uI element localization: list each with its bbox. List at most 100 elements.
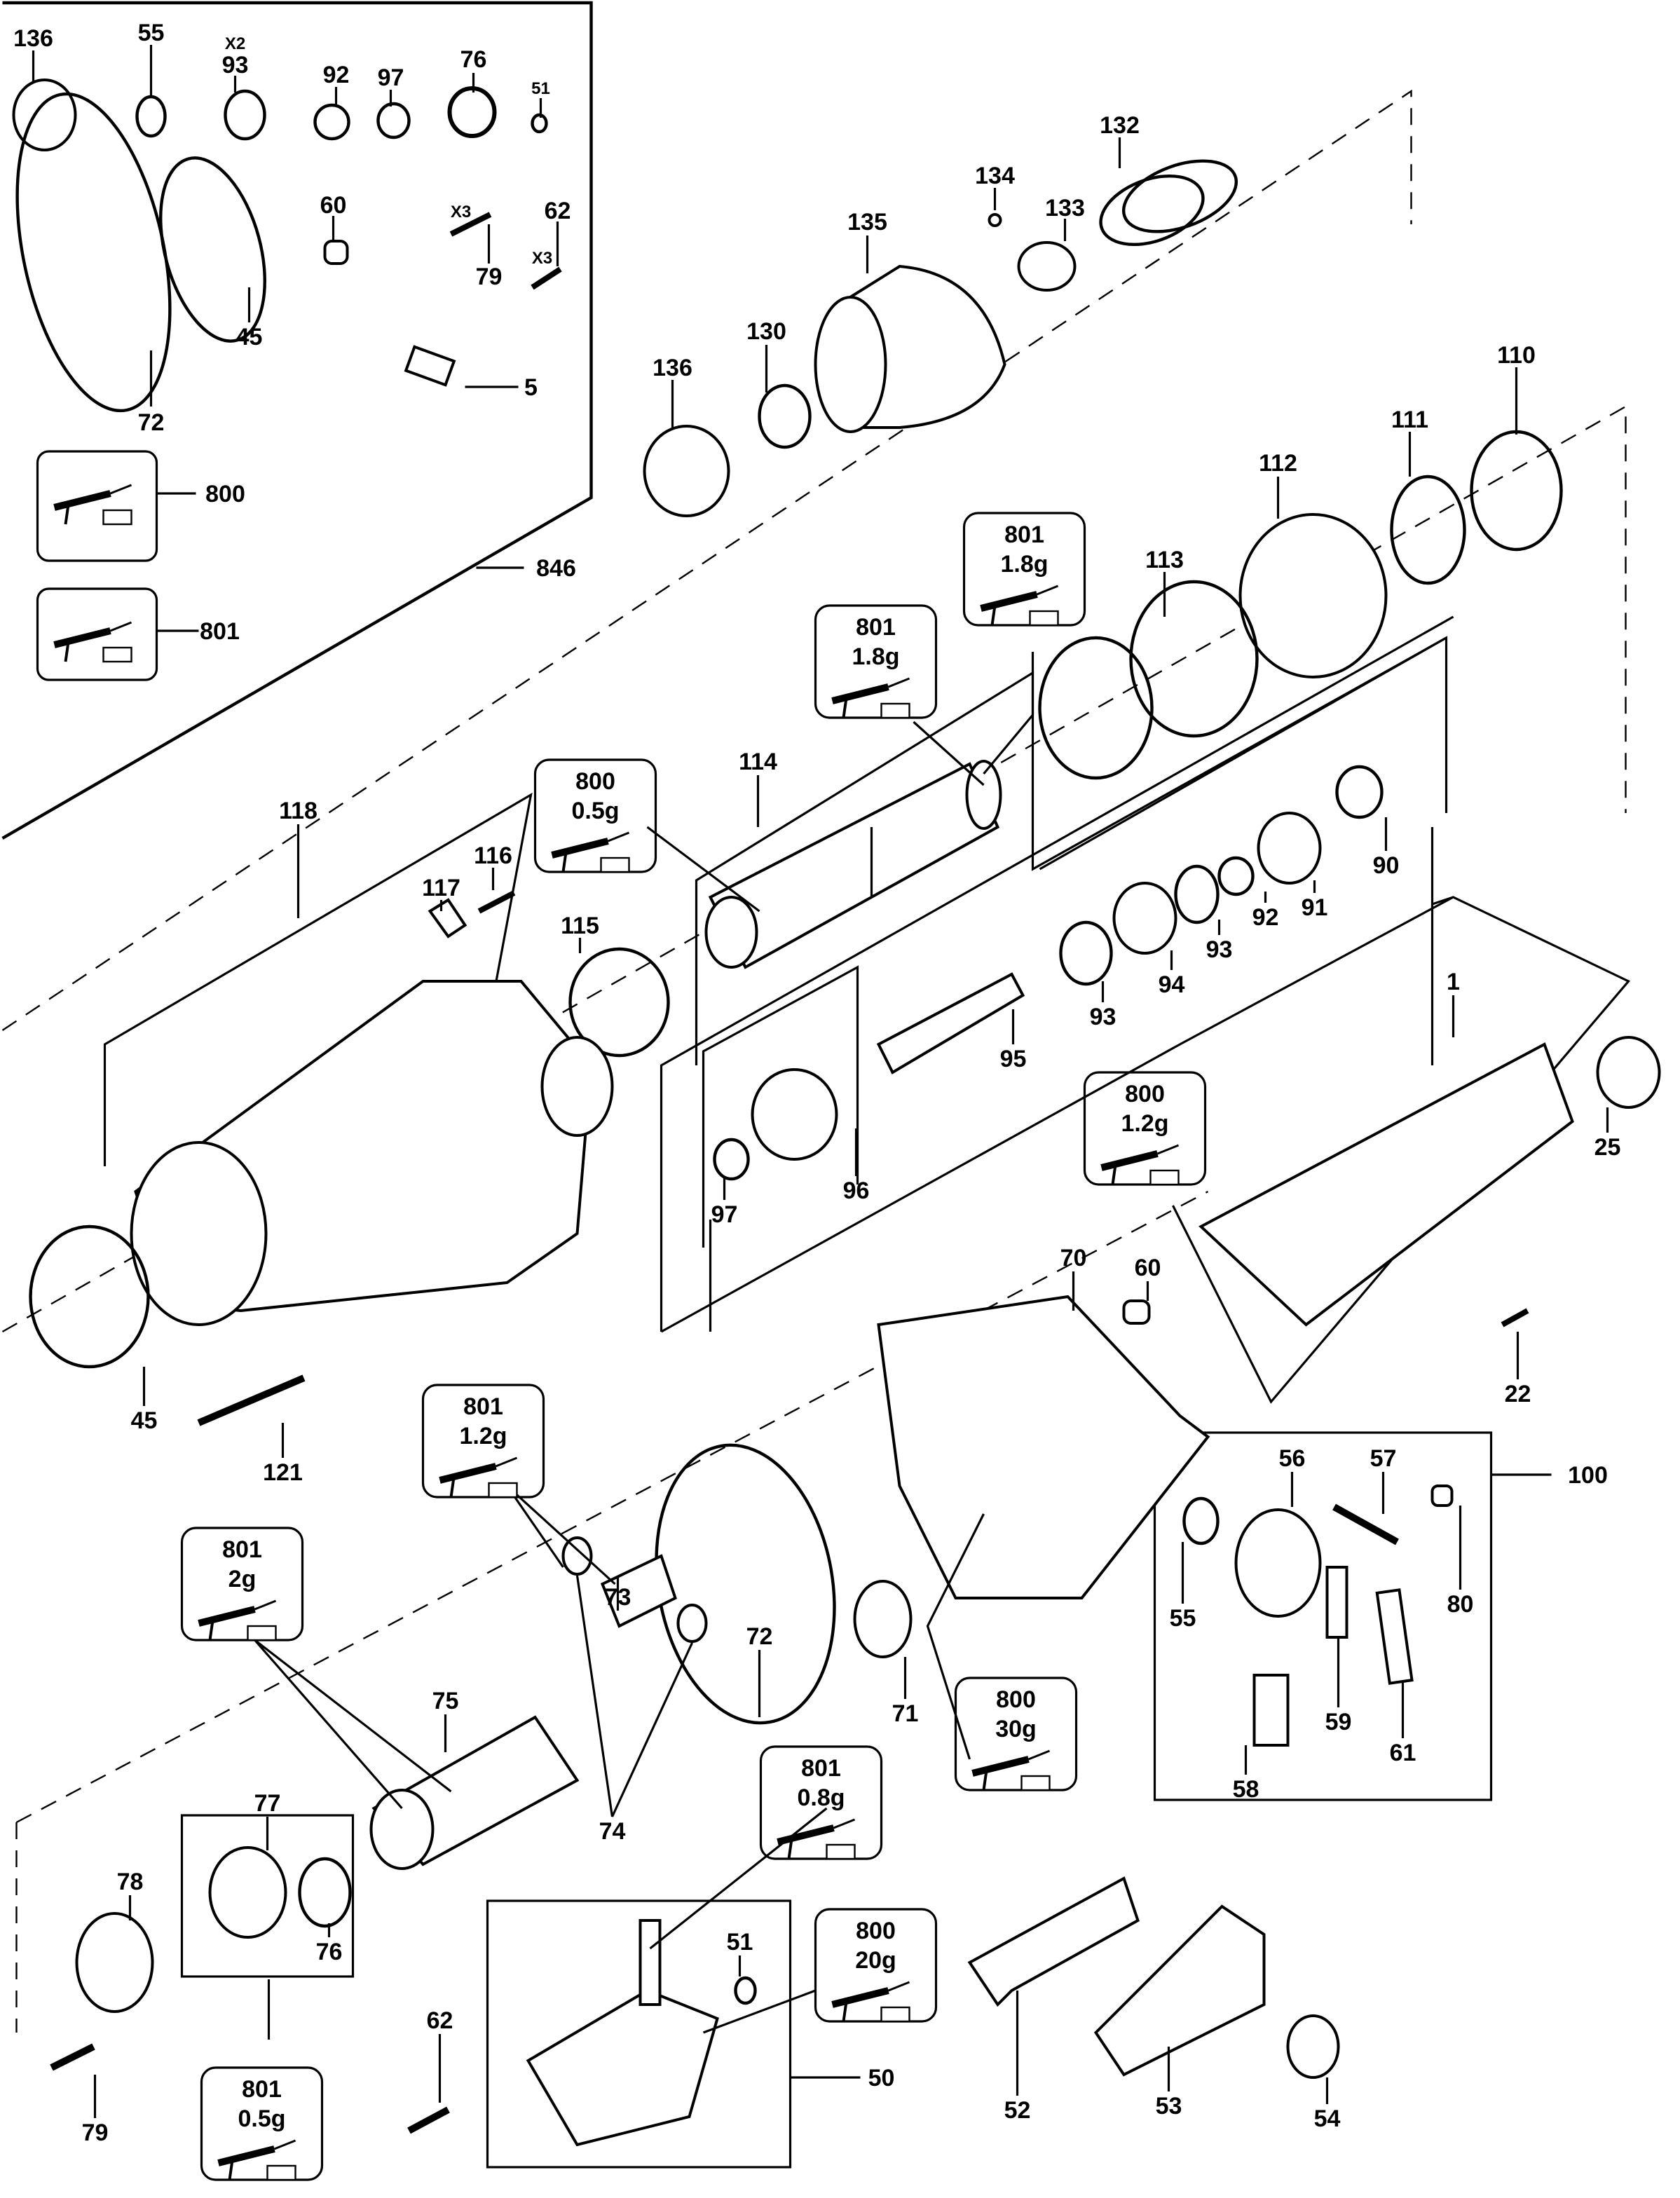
part-callout: 132 — [1100, 112, 1140, 139]
part-callout: 94 — [1159, 971, 1185, 998]
grease-quantity: 20g — [855, 1947, 896, 1974]
part-callout: 136 — [653, 355, 692, 381]
part-callout: 114 — [739, 749, 777, 775]
part-callout: 111 — [1391, 407, 1428, 433]
part-callout: 93 — [1090, 1004, 1116, 1030]
leader-lines — [32, 45, 1609, 2118]
part-callout: 25 — [1594, 1134, 1621, 1161]
part-callout: 78 — [117, 1869, 144, 1895]
grease-gun-icon — [198, 1599, 277, 1641]
kit-item-callout: 79 — [476, 264, 503, 290]
part-callout: 56 — [1279, 1445, 1306, 1472]
part-callout: 91 — [1302, 894, 1328, 921]
part-callout: 112 — [1259, 450, 1297, 477]
part-callout: 76 — [316, 1939, 343, 1965]
grease-gun-icon — [551, 831, 630, 873]
part-callout: 116 — [474, 842, 512, 869]
part-callout: 57 — [1370, 1445, 1397, 1472]
grease-part-number: 801 — [463, 1393, 503, 1420]
kit-item-callout: 51 — [531, 79, 550, 98]
assembly-guide-lines — [1, 89, 1627, 2033]
bearing-136-kit — [12, 78, 77, 151]
kit-item-callout: 72 — [138, 409, 165, 436]
part-callout: 135 — [847, 209, 887, 235]
o-ring-45-kit — [159, 156, 266, 343]
kit-item-callout: X3 — [451, 203, 471, 221]
part-callout: 45 — [131, 1407, 158, 1434]
part-callout: 60 — [1135, 1255, 1161, 1281]
grease-gun-icon — [1100, 1144, 1180, 1186]
kit-item-callout: 5 — [524, 374, 538, 401]
grease-part-number: 800 — [996, 1686, 1036, 1713]
part-callout: 95 — [1000, 1046, 1027, 1072]
kit-item-callout: 97 — [378, 64, 404, 91]
parts-drawings — [12, 78, 1661, 2147]
part-callout: 61 — [1390, 1740, 1416, 1766]
grease-part-number: 800 — [856, 1918, 896, 1944]
kit-item-callout: 55 — [138, 20, 165, 46]
part-callout: 118 — [279, 798, 317, 824]
part-callout: 130 — [746, 318, 786, 345]
kit-contents-box — [36, 587, 158, 681]
grease-part-number: 801 — [1004, 521, 1044, 548]
part-callout: 52 — [1004, 2097, 1031, 2124]
part-callout: 51 — [727, 1929, 753, 1955]
part-callout: 134 — [975, 163, 1015, 189]
part-callout: 80 — [1447, 1591, 1474, 1618]
kit-item-callout: 76 — [460, 46, 487, 73]
part-callout: 96 — [843, 1178, 870, 1204]
part-callout: 115 — [561, 913, 599, 939]
part-callout: 90 — [1373, 852, 1400, 879]
kit-item-callout: 93 — [222, 52, 249, 78]
crank-50 — [526, 1988, 719, 2147]
grease-gun-icon — [53, 621, 132, 663]
kit-number-label: 846 — [536, 555, 576, 582]
part-callout: 133 — [1045, 195, 1085, 221]
grease-part-number: 801 — [801, 1755, 841, 1782]
grease-part-number: 800 — [1125, 1081, 1165, 1107]
part-callout: 79 — [82, 2120, 109, 2146]
part-callout: 73 — [605, 1584, 631, 1611]
kit-contents-box — [36, 450, 158, 562]
gear-icon — [1238, 513, 1388, 678]
part-callout: 58 — [1233, 1776, 1259, 1803]
grease-gun-icon — [831, 1981, 910, 2023]
part-callout: 121 — [263, 1459, 303, 1486]
motor-housing-70 — [877, 1295, 1210, 1599]
part-callout: 70 — [1060, 1245, 1087, 1271]
kit-item-callout: 60 — [320, 192, 347, 219]
sub-assembly-frames — [103, 615, 1631, 2169]
grease-part-number: 801 — [222, 1536, 262, 1563]
part-callout: 100 — [1568, 1462, 1608, 1489]
grease-gun-icon — [831, 677, 910, 719]
kit-item-callout: 136 — [13, 25, 53, 52]
part-callout: 110 — [1497, 342, 1536, 369]
grease-box — [533, 758, 657, 873]
kit-item-callout: X2 — [225, 34, 245, 53]
grease-box — [954, 1677, 1078, 1791]
grease-box — [962, 512, 1086, 627]
grease-quantity: 2g — [228, 1566, 257, 1592]
bracket-52 — [967, 1876, 1140, 2007]
kit-item-callout: 92 — [323, 62, 350, 88]
kit-846-panel — [1, 1, 593, 840]
grease-box — [759, 1745, 883, 1860]
part-callout: 74 — [599, 1818, 626, 1845]
grease-box — [1083, 1071, 1207, 1186]
kit-item-callout: 800 — [205, 481, 245, 507]
grease-quantity: 1.8g — [852, 643, 899, 670]
part-callout: 55 — [1170, 1605, 1196, 1632]
grease-quantity: 0.5g — [571, 798, 619, 824]
grease-gun-icon — [217, 2139, 296, 2181]
grease-gun-icon — [971, 1749, 1051, 1791]
grease-quantity: 0.8g — [797, 1784, 845, 1811]
part-callout: 97 — [711, 1201, 738, 1228]
grease-gun-icon — [53, 484, 132, 526]
grease-box — [421, 1384, 545, 1499]
kit-item-callout: 45 — [236, 324, 263, 350]
part-callout: 54 — [1314, 2105, 1341, 2132]
part-callout: 93 — [1206, 936, 1233, 963]
part-callout: 59 — [1325, 1709, 1352, 1735]
grease-box — [814, 604, 938, 719]
